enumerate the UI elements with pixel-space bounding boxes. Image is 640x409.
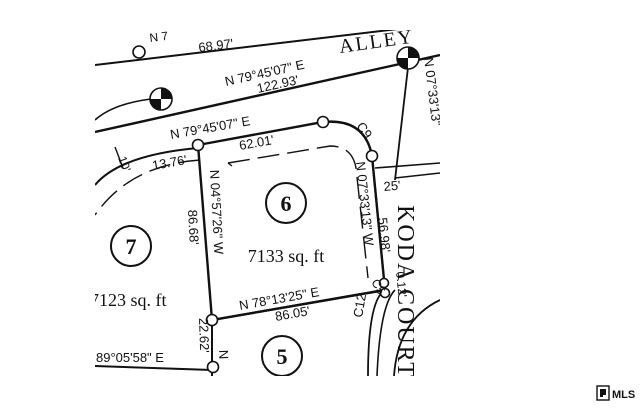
lot7-south-bearing: 89°05'58" E xyxy=(96,350,164,365)
cul-de-sac-far xyxy=(393,299,440,376)
top-lot-line xyxy=(95,30,398,66)
lot6-south-line xyxy=(211,288,386,322)
top-distance: 68.97' xyxy=(198,36,235,55)
lot-6-number: 6 xyxy=(281,191,292,216)
koda-court-edge-4 xyxy=(394,172,440,179)
lot6-setback xyxy=(227,145,369,279)
alley-boundary-line xyxy=(95,53,440,134)
segment-0-12: 0.12' xyxy=(393,271,410,298)
mls-logo-text: MLS xyxy=(612,389,635,401)
survey-monument xyxy=(149,87,173,111)
lot6-north-distance: 62.01' xyxy=(238,132,275,153)
koda-court-edge-2 xyxy=(394,49,411,181)
koda-court-edge-1 xyxy=(371,155,386,291)
lot7-setback-curve xyxy=(95,159,201,216)
lot-6-area: 7133 sq. ft xyxy=(248,246,325,266)
lot-7-area: 7123 sq. ft xyxy=(90,290,167,310)
lot6-west-distance: 86.68' xyxy=(185,209,202,245)
lot7-south-line xyxy=(95,365,213,371)
lot-corner-pin xyxy=(205,313,219,327)
curve-c5: C5 xyxy=(368,277,388,298)
cul-de-sac-inner xyxy=(367,289,386,376)
mls-logo: MLS xyxy=(596,385,635,401)
lot-corner-pin xyxy=(379,287,391,299)
lot6-south-distance: 86.05' xyxy=(274,303,311,324)
survey-monument xyxy=(396,46,420,70)
lot5-west-n: N xyxy=(216,350,231,360)
lot6-east-distance: 56.98' xyxy=(375,217,394,253)
lot7-segment-10: 10' xyxy=(115,154,134,173)
segment-25: 25' xyxy=(383,178,401,194)
lot-7-circle xyxy=(110,225,152,267)
lot-corner-pin xyxy=(365,149,379,163)
lot-corner-pin xyxy=(191,138,205,152)
lot-corner-pin xyxy=(316,115,330,129)
curve-c9: C9 xyxy=(354,119,376,141)
top-monument xyxy=(132,45,146,59)
lot6-west-bearing: N 04°57'26" W xyxy=(207,169,226,255)
lot-corner-pin xyxy=(206,360,220,374)
map-area: 6 7 5 7133 sq. ft 7123 sq. ft N 7 68.97'… xyxy=(90,29,444,379)
lot-6-circle xyxy=(265,182,307,224)
lot7-segment-13-76: 13.76' xyxy=(151,152,188,173)
right-edge-bearing: N 07°33'13" xyxy=(421,57,444,127)
lot7-boundary-curve xyxy=(95,147,199,186)
curve-c12: C12 xyxy=(350,292,369,318)
lot-5-number: 5 xyxy=(277,344,288,369)
street-koda-court: KODA COURT xyxy=(392,205,418,379)
lot-7-number: 7 xyxy=(126,234,137,259)
segment-22-62: 22.62' xyxy=(196,318,212,354)
lot-corner-pin xyxy=(378,277,390,289)
lot7-short-tick xyxy=(114,146,124,169)
lot-5-circle xyxy=(261,335,303,376)
koda-court-edge-3 xyxy=(374,162,440,169)
cul-de-sac-outer xyxy=(376,289,396,376)
top-bearing-clipped: N 7 xyxy=(149,29,170,45)
